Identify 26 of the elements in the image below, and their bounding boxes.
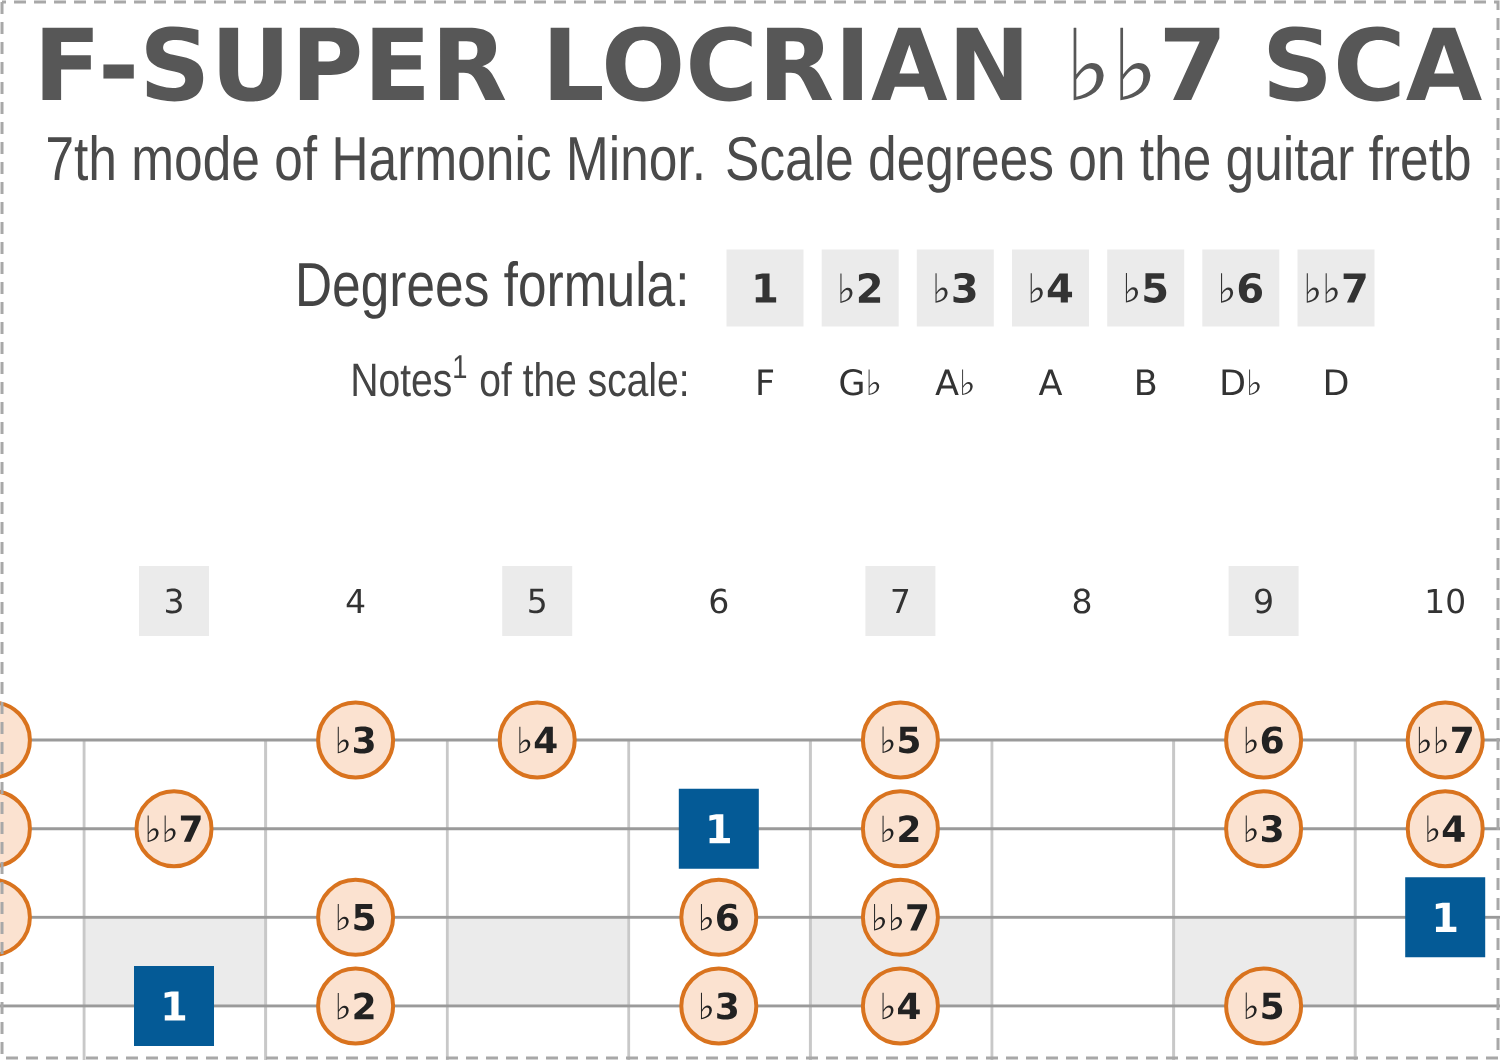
note-name: D♭ — [1222, 369, 1260, 396]
note-name: D — [1326, 369, 1348, 395]
degree-box: ♭3 — [916, 249, 994, 327]
degree-box: ♭♭7 — [1297, 249, 1375, 327]
fret-number: 10 — [1427, 588, 1464, 614]
fret-number: 4 — [346, 588, 365, 614]
fret-number: 3 — [139, 566, 209, 636]
subtitle: 7th mode of Harmonic Minor. Scale degrees on the guitar fretb — [48, 135, 1470, 193]
degree-box: ♭2 — [821, 249, 899, 327]
note-name: A — [1038, 369, 1063, 395]
fret-number: 7 — [865, 566, 936, 636]
note-name: F — [758, 369, 774, 395]
note-name: G♭ — [840, 369, 880, 396]
note-name: B — [1137, 369, 1156, 395]
fret-number: 5 — [502, 566, 573, 636]
fret-number: 9 — [1228, 566, 1299, 636]
degree-box: ♭5 — [1107, 249, 1185, 327]
fret-number: 6 — [710, 588, 728, 614]
fret-number: 8 — [1073, 588, 1091, 614]
row-heading: Degrees formula: — [299, 261, 685, 319]
row-heading: Notes$^{1}$ of the scale: — [353, 355, 686, 397]
note-name: A♭ — [935, 369, 973, 396]
degree-box: ♭6 — [1202, 249, 1280, 327]
title: F-SUPER LOCRIAN ♭♭7 SCA — [42, 26, 1482, 102]
degree-box: 1 — [726, 249, 804, 327]
degree-box: ♭4 — [1012, 249, 1089, 327]
